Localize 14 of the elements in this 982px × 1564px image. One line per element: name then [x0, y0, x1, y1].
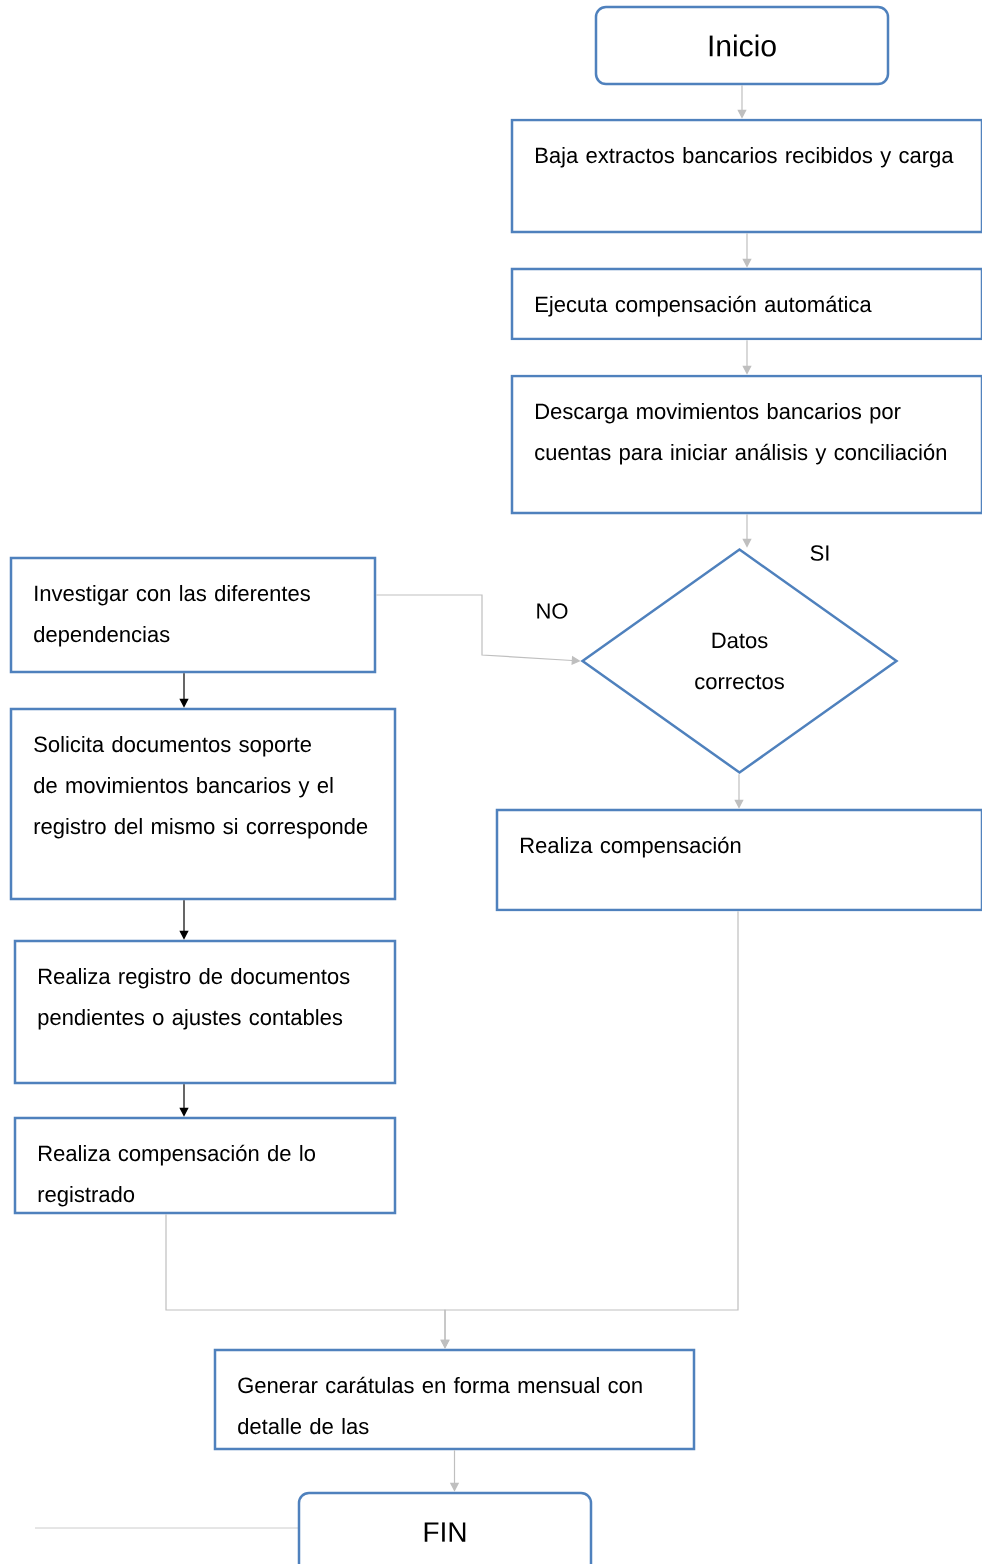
- process-box: Investigar con las diferentes dependencias: [9, 556, 377, 674]
- process-box: Solicita documentos soporte de movimientos bancarios y el registro del mismo si corresponde: [9, 707, 397, 901]
- terminal-box: FIN: [297, 1491, 593, 1564]
- arrow: [742, 339, 752, 375]
- arrow: [742, 232, 752, 268]
- process-box: Realiza registro de documentos pendientes o ajustes contables: [13, 939, 397, 1085]
- terminal-box: Inicio: [594, 5, 890, 86]
- process-box: Realiza compensación: [495, 808, 982, 912]
- process-box: Descarga movimientos bancarios por cuentas para iniciar análisis y conciliación: [510, 374, 982, 515]
- process-box: Baja extractos bancarios recibidos y carga: [510, 118, 982, 234]
- process-box: Realiza compensación de lo registrado: [13, 1116, 397, 1215]
- branch-label: SI: [810, 545, 829, 561]
- process-box: Ejecuta compensación automática: [510, 267, 982, 341]
- process-box: Generar carátulas en forma mensual con detalle de las: [213, 1348, 696, 1451]
